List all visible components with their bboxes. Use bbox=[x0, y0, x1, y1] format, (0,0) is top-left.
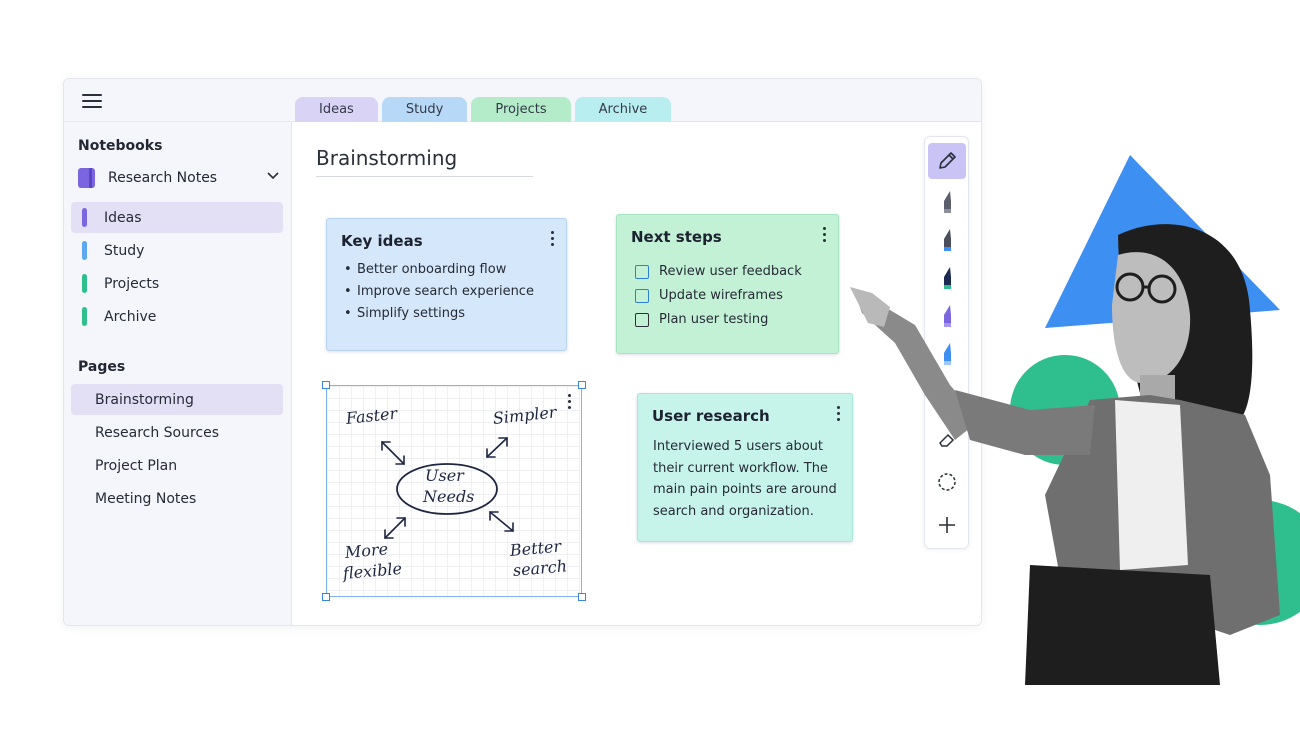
sidebar-item-study[interactable]: Study bbox=[71, 235, 283, 266]
page-item-research-sources[interactable]: Research Sources bbox=[71, 417, 283, 448]
lasso-icon[interactable] bbox=[928, 464, 966, 500]
marker-blue-icon[interactable] bbox=[928, 222, 966, 258]
marker-gray-icon[interactable] bbox=[928, 184, 966, 220]
top-bar: Ideas Study Projects Archive bbox=[64, 79, 981, 123]
notebooks-heading: Notebooks bbox=[78, 138, 163, 154]
list-item: Improve search experience bbox=[344, 284, 534, 299]
section-color-bar bbox=[82, 274, 87, 293]
sidebar-item-ideas[interactable]: Ideas bbox=[71, 202, 283, 233]
tab-ideas[interactable]: Ideas bbox=[295, 97, 378, 123]
page-item-brainstorming[interactable]: Brainstorming bbox=[71, 384, 283, 415]
resize-handle[interactable] bbox=[578, 593, 586, 601]
section-tabs: Ideas Study Projects Archive bbox=[295, 97, 672, 123]
notes-app-window: Ideas Study Projects Archive Notebooks R… bbox=[63, 78, 982, 626]
page-label: Project Plan bbox=[95, 457, 178, 474]
handwritten-text: Needs bbox=[423, 487, 475, 506]
marker-lightblue-icon[interactable] bbox=[928, 336, 966, 372]
section-color-bar bbox=[82, 208, 87, 227]
tab-study[interactable]: Study bbox=[381, 97, 468, 123]
task-checkbox[interactable] bbox=[635, 264, 649, 279]
page-label: Brainstorming bbox=[95, 391, 194, 408]
resize-handle[interactable] bbox=[578, 381, 586, 389]
resize-handle[interactable] bbox=[322, 593, 330, 601]
more-options-icon[interactable] bbox=[836, 406, 842, 422]
section-label: Projects bbox=[104, 275, 160, 292]
tab-projects[interactable]: Projects bbox=[471, 97, 571, 123]
section-color-bar bbox=[82, 241, 87, 260]
add-icon[interactable] bbox=[928, 507, 966, 543]
handwritten-text: More bbox=[344, 539, 389, 562]
chevron-down-icon bbox=[267, 172, 279, 180]
eraser-icon[interactable] bbox=[928, 421, 966, 457]
pages-heading: Pages bbox=[78, 359, 126, 375]
more-options-icon[interactable] bbox=[550, 231, 556, 247]
page-item-meeting-notes[interactable]: Meeting Notes bbox=[71, 483, 283, 514]
note-key-ideas[interactable]: Key ideas Better onboarding flow Improve… bbox=[326, 218, 567, 351]
section-label: Study bbox=[104, 242, 145, 259]
mind-map-strokes bbox=[381, 437, 514, 539]
resize-handle[interactable] bbox=[322, 381, 330, 389]
hamburger-menu-icon[interactable] bbox=[82, 94, 102, 108]
task-label: Review user feedback bbox=[659, 264, 802, 279]
note-next-steps[interactable]: Next steps Review user feedback Update w… bbox=[616, 214, 839, 354]
marker-teal-icon[interactable] bbox=[928, 260, 966, 296]
note-title: User research bbox=[652, 407, 770, 425]
section-label: Ideas bbox=[104, 209, 142, 226]
sidebar-item-projects[interactable]: Projects bbox=[71, 268, 283, 299]
title-divider bbox=[316, 176, 533, 177]
task-label: Plan user testing bbox=[659, 312, 769, 327]
page-canvas[interactable]: Brainstorming Key ideas Better onboardin… bbox=[293, 122, 981, 625]
notebook-selector[interactable]: Research Notes bbox=[78, 164, 283, 192]
notebook-icon bbox=[78, 168, 95, 188]
sidebar: Notebooks Research Notes Ideas Study Pro… bbox=[64, 122, 292, 625]
task-checkbox[interactable] bbox=[635, 288, 649, 303]
page-title[interactable]: Brainstorming bbox=[316, 146, 458, 170]
note-title: Key ideas bbox=[341, 232, 423, 250]
page-item-project-plan[interactable]: Project Plan bbox=[71, 450, 283, 481]
tab-archive[interactable]: Archive bbox=[574, 97, 672, 123]
list-item: Better onboarding flow bbox=[344, 262, 534, 277]
task-checkbox[interactable] bbox=[635, 312, 649, 327]
task-label: Update wireframes bbox=[659, 288, 783, 303]
page-label: Meeting Notes bbox=[95, 490, 197, 507]
task-item[interactable]: Plan user testing bbox=[635, 312, 768, 327]
bullet-list: Better onboarding flow Improve search ex… bbox=[344, 262, 534, 328]
section-label: Archive bbox=[104, 308, 157, 325]
person-illustration bbox=[850, 224, 1280, 685]
task-item[interactable]: Review user feedback bbox=[635, 264, 802, 279]
task-item[interactable]: Update wireframes bbox=[635, 288, 783, 303]
sidebar-item-archive[interactable]: Archive bbox=[71, 301, 283, 332]
note-user-research[interactable]: User research Interviewed 5 users about … bbox=[637, 393, 853, 542]
section-color-bar bbox=[82, 307, 87, 326]
more-options-icon[interactable] bbox=[567, 394, 573, 410]
notebook-name: Research Notes bbox=[108, 170, 218, 186]
note-body: Interviewed 5 users about their current … bbox=[653, 439, 837, 519]
note-title: Next steps bbox=[631, 228, 722, 246]
marker-purple-icon[interactable] bbox=[928, 298, 966, 334]
page-label: Research Sources bbox=[95, 424, 220, 441]
ink-drawing-selection[interactable]: User Needs Faster Simpler More flexible … bbox=[322, 381, 586, 601]
pen-icon[interactable] bbox=[928, 143, 966, 179]
handwritten-text: User bbox=[425, 466, 464, 485]
more-options-icon[interactable] bbox=[822, 227, 828, 243]
list-item: Simplify settings bbox=[344, 306, 534, 321]
